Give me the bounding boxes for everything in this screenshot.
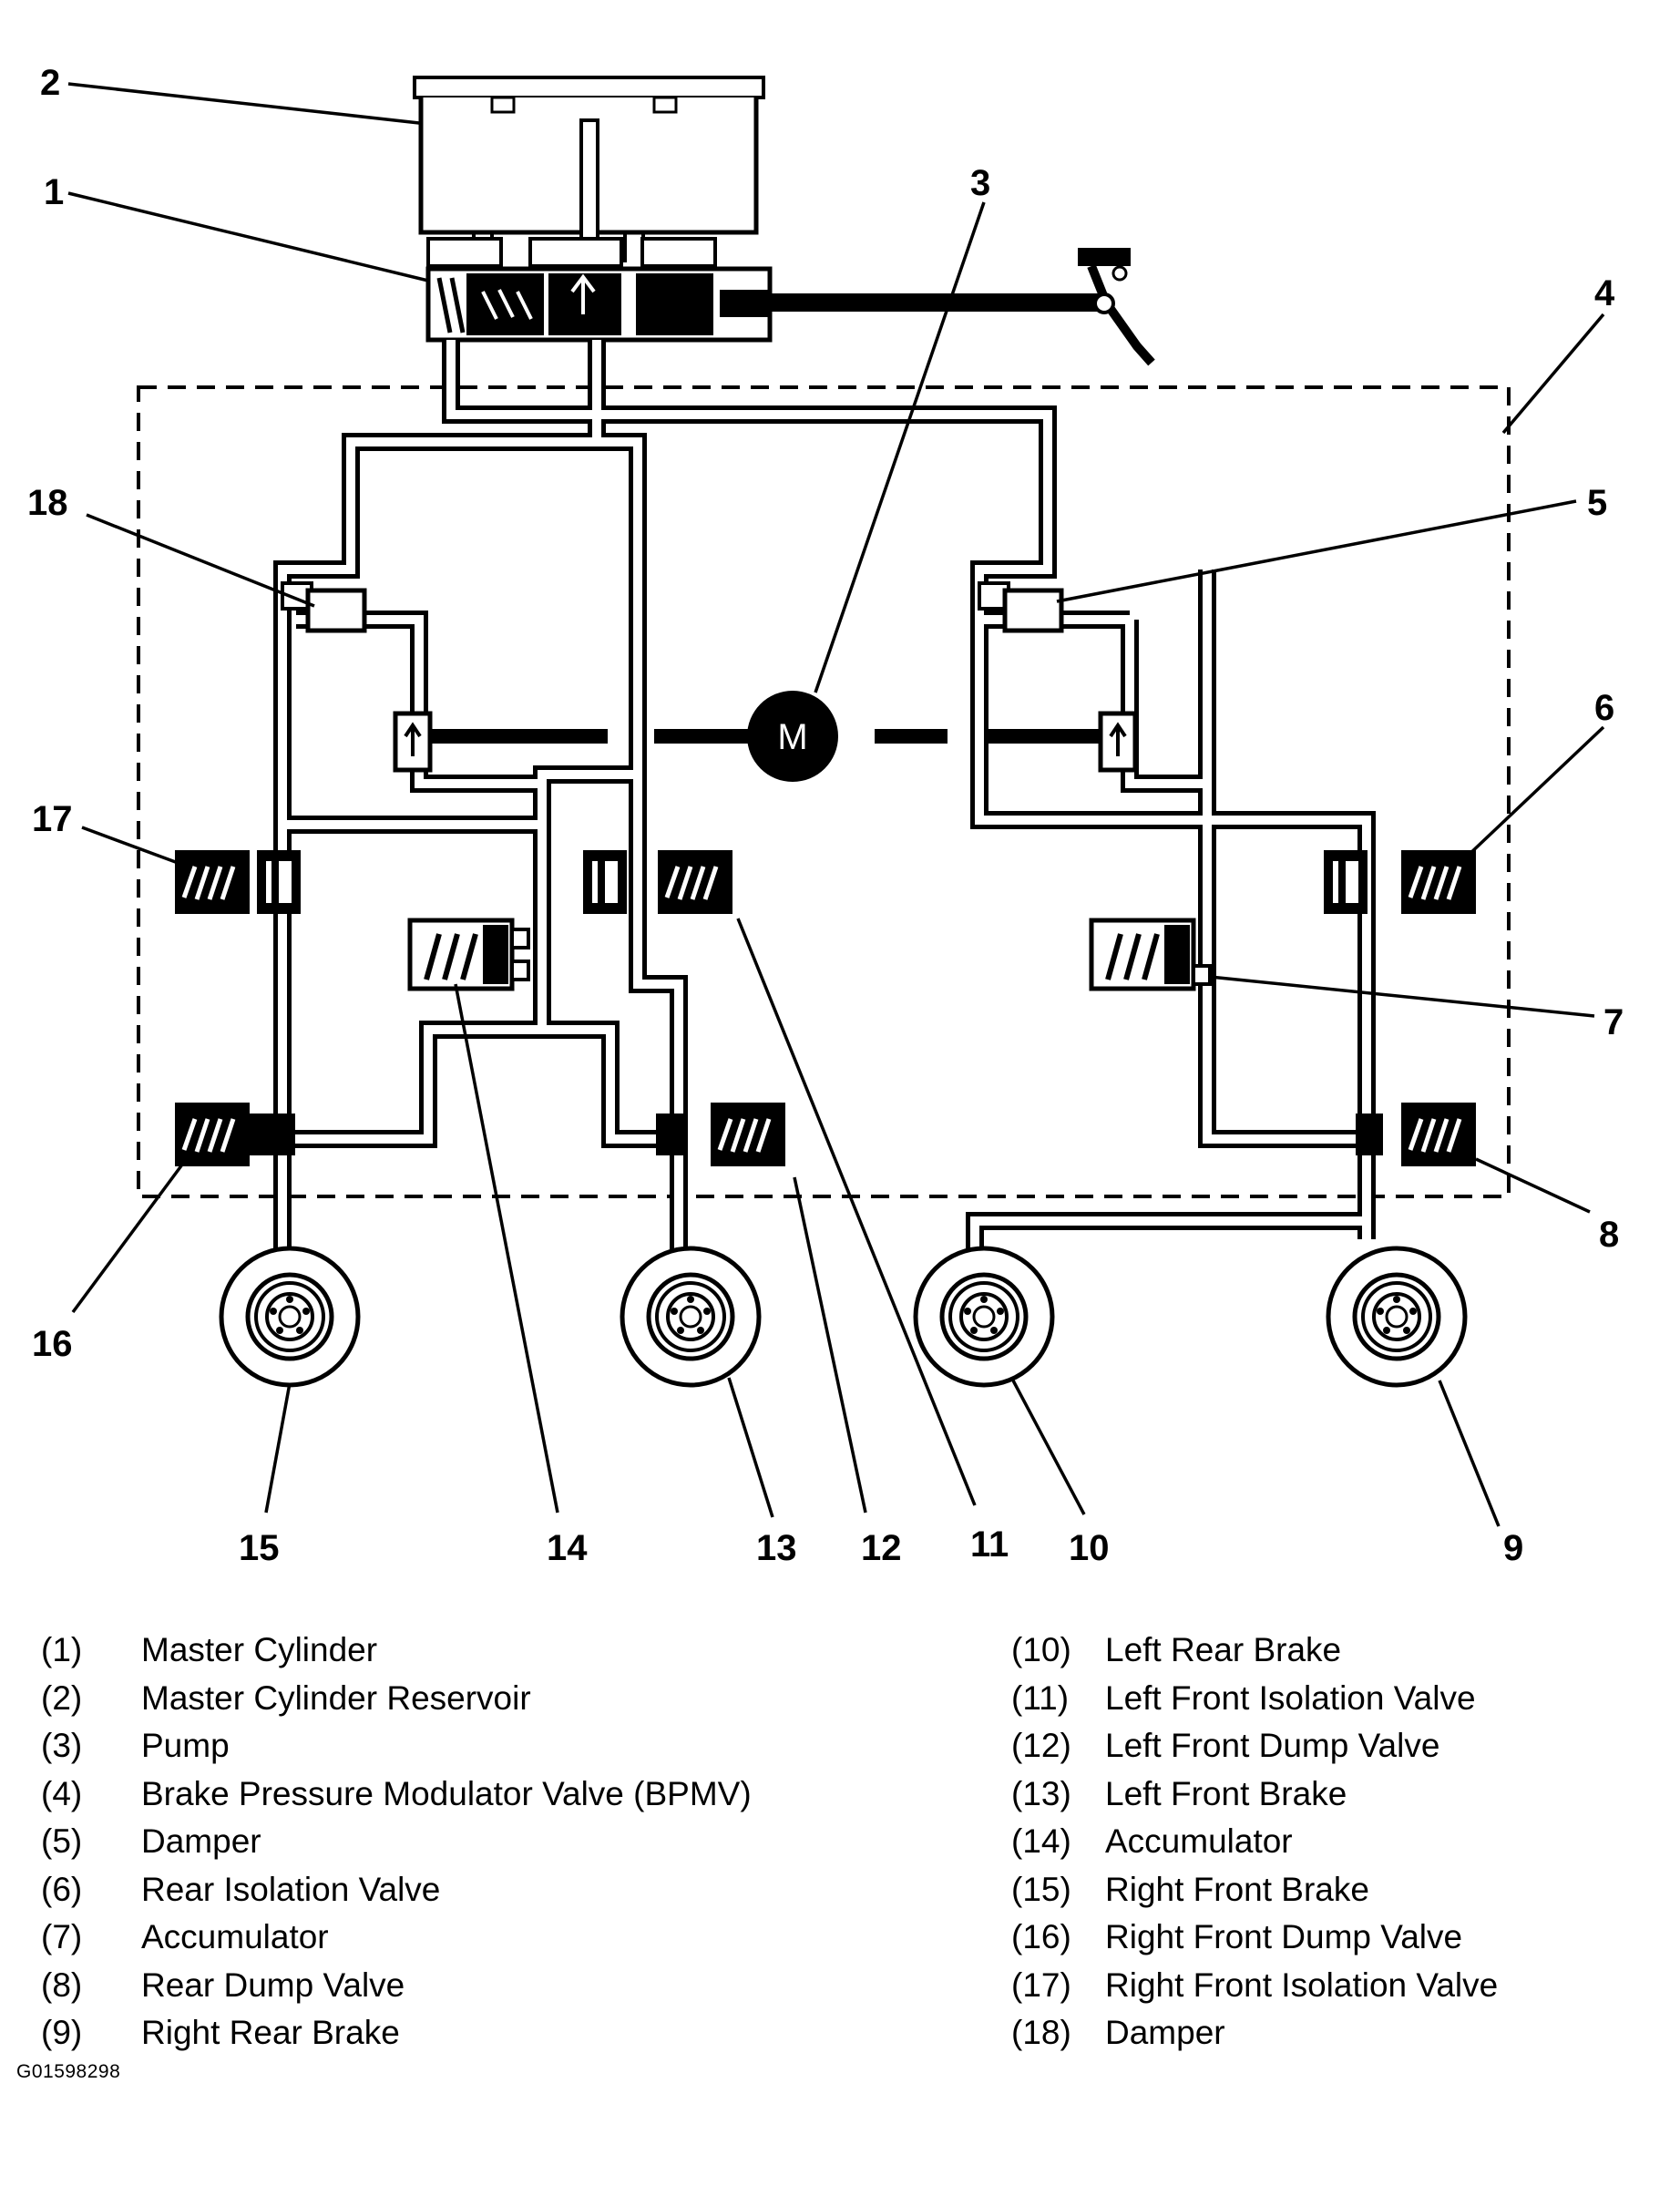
rear-dump-valve	[1356, 1103, 1476, 1166]
callout-13: 13	[756, 1528, 797, 1568]
legend-item: (14)Accumulator	[1011, 1822, 1293, 1860]
motor-symbol: M	[777, 717, 807, 757]
callout-2: 2	[40, 63, 60, 103]
leader-lines	[67, 82, 1605, 1527]
callout-9: 9	[1503, 1528, 1523, 1568]
legend-item: (2)Master Cylinder Reservoir	[41, 1678, 531, 1717]
callout-11: 11	[970, 1524, 1009, 1565]
hydraulic-lines	[273, 340, 1376, 1253]
legend-item: (4)Brake Pressure Modulator Valve (BPMV)	[41, 1774, 752, 1812]
callout-labels: 2 1 3 4 18 5 6 17 7 8 16 15 14 13 12 11 …	[27, 63, 1624, 1568]
pump-motor: M	[747, 691, 838, 782]
callout-12: 12	[861, 1528, 902, 1568]
legend-item: (6)Rear Isolation Valve	[41, 1870, 441, 1908]
legend-item: (3)Pump	[41, 1727, 230, 1764]
pump-check-valve-left	[393, 711, 433, 773]
legend-item: (5)Damper	[41, 1822, 261, 1860]
callout-10: 10	[1069, 1528, 1110, 1568]
pump-check-valve-right	[1098, 711, 1138, 773]
legend-item: (12)Left Front Dump Valve	[1011, 1727, 1440, 1764]
accumulator-14	[407, 918, 530, 991]
legend-right: (10)Left Rear Brake (11)Left Front Isola…	[1011, 1627, 1498, 2058]
legend-item: (9)Right Rear Brake	[41, 2014, 400, 2051]
callout-17: 17	[32, 799, 73, 839]
damper-18	[281, 581, 367, 633]
legend-item: (7)Accumulator	[41, 1918, 329, 1955]
brake-system-diagram: M	[27, 63, 1624, 1568]
legend-item: (10)Left Rear Brake	[1011, 1631, 1342, 1668]
right-front-dump-valve	[175, 1103, 295, 1166]
callout-18: 18	[27, 483, 68, 523]
accumulator-7	[1089, 918, 1212, 991]
callout-7: 7	[1603, 1002, 1624, 1042]
legend-item: (13)Left Front Brake	[1011, 1774, 1347, 1812]
callout-8: 8	[1599, 1215, 1619, 1255]
master-cylinder	[425, 237, 773, 343]
callout-1: 1	[44, 172, 64, 212]
left-front-brake	[622, 1248, 759, 1385]
legend-item: (15)Right Front Brake	[1011, 1870, 1369, 1908]
legend-left: (1)Master Cylinder (2)Master Cylinder Re…	[41, 1627, 752, 2058]
callout-5: 5	[1587, 483, 1607, 523]
legend-item: (18)Damper	[1011, 2014, 1225, 2051]
left-rear-brake	[916, 1248, 1052, 1385]
master-cylinder-reservoir	[413, 76, 765, 262]
callout-4: 4	[1594, 273, 1615, 313]
legend-item: (8)Rear Dump Valve	[41, 1965, 405, 2004]
callout-16: 16	[32, 1324, 73, 1364]
callout-15: 15	[239, 1528, 280, 1568]
rear-isolation-valve	[1324, 850, 1476, 914]
left-front-dump-valve	[656, 1103, 785, 1166]
right-front-isolation-valve	[175, 850, 301, 914]
legend-item: (11)Left Front Isolation Valve	[1011, 1678, 1476, 1717]
legend-item: (1)Master Cylinder	[41, 1631, 378, 1668]
bpmv-boundary	[137, 385, 1511, 1198]
right-rear-brake	[1328, 1248, 1465, 1385]
legend-item: (17)Right Front Isolation Valve	[1011, 1965, 1499, 2004]
figure-id: G01598298	[16, 2061, 121, 2082]
pump-shaft	[430, 729, 1101, 744]
callout-14: 14	[547, 1528, 588, 1568]
callout-3: 3	[970, 163, 990, 203]
left-front-isolation-valve	[583, 850, 732, 914]
callout-6: 6	[1594, 688, 1614, 728]
legend-item: (16)Right Front Dump Valve	[1011, 1918, 1463, 1955]
brake-pedal-assembly	[770, 248, 1155, 366]
right-front-brake	[221, 1248, 358, 1385]
damper-5	[978, 581, 1064, 633]
